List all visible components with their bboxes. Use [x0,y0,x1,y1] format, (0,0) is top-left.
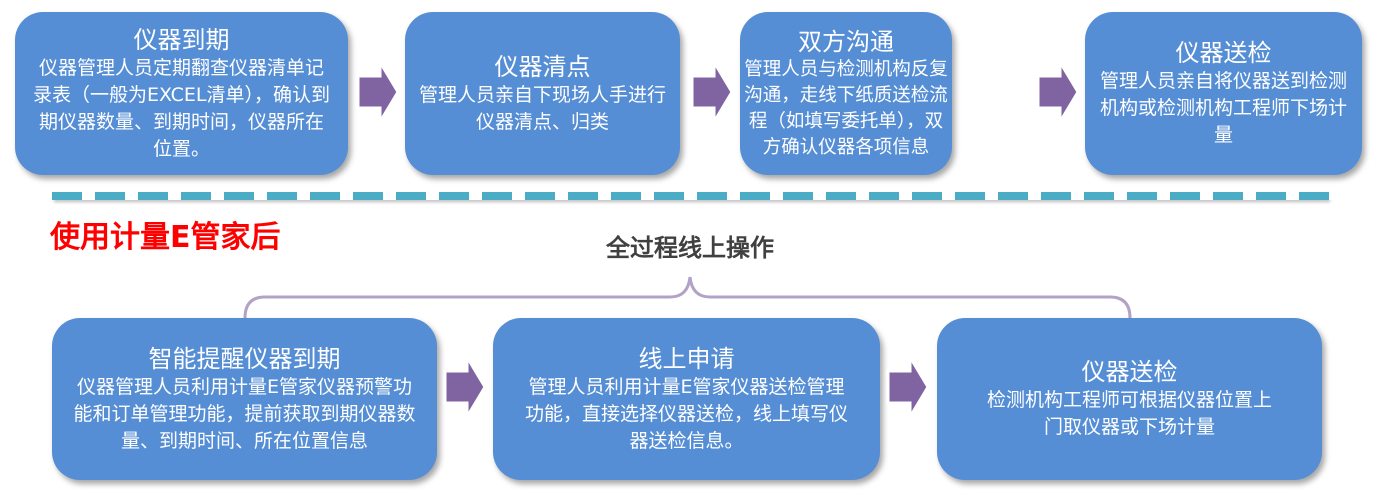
arrow-right-icon [886,355,930,419]
step-title: 双方沟通 [798,27,894,56]
step-title: 智能提醒仪器到期 [148,344,341,373]
step-desc: 管理人员亲自将仪器送到检测机构或检测机构工程师下场计量 [1099,70,1347,146]
divider-dashed-line [52,192,1332,200]
step-title: 仪器送检 [1081,358,1178,386]
step-desc: 管理人员利用计量E管家仪器送检管理功能，直接选择仪器送检，线上填写仪器送检信息。 [524,375,848,452]
arrow-right-icon [1036,60,1080,124]
step-box-online-apply: 线上申请 管理人员利用计量E管家仪器送检管理功能，直接选择仪器送检，线上填写仪器… [493,318,880,480]
step-box-instrument-due: 仪器到期 仪器管理人员定期翻查仪器清单记录表（一般为EXCEL清单），确认到期仪… [15,12,348,175]
step-title: 仪器送检 [1175,39,1272,67]
step-box-send-inspection-online: 仪器送检 检测机构工程师可根据仪器位置上门取仪器或下场计量 [937,318,1322,480]
after-label: 使用计量E管家后 [50,220,281,255]
arrow-right-icon [443,355,487,419]
step-box-send-inspection: 仪器送检 管理人员亲自将仪器送到检测机构或检测机构工程师下场计量 [1085,12,1362,175]
step-title: 仪器到期 [133,25,230,54]
step-desc: 管理人员与检测机构反复沟通，走线下纸质送检流程（如填写委托单），双方确认仪器各项… [744,58,948,158]
step-title: 仪器清点 [494,52,591,81]
step-box-communication: 双方沟通 管理人员与检测机构反复沟通，走线下纸质送检流程（如填写委托单），双方确… [740,12,952,175]
brace-label: 全过程线上操作 [606,234,774,262]
step-box-smart-reminder: 智能提醒仪器到期 仪器管理人员利用计量E管家仪器预警功能和订单管理功能，提前获取… [52,318,437,480]
step-desc: 管理人员亲自下现场人手进行仪器清点、归类 [418,83,666,133]
step-desc: 仪器管理人员利用计量E管家仪器预警功能和订单管理功能，提前获取到期仪器数量、到期… [73,375,416,452]
step-desc: 仪器管理人员定期翻查仪器清单记录表（一般为EXCEL清单），确认到期仪器数量、到… [33,56,330,160]
arrow-right-icon [356,60,400,124]
step-title: 线上申请 [638,344,735,373]
step-desc: 检测机构工程师可根据仪器位置上门取仪器或下场计量 [986,389,1272,438]
step-box-instrument-count: 仪器清点 管理人员亲自下现场人手进行仪器清点、归类 [405,12,680,175]
arrow-right-icon [690,60,734,124]
